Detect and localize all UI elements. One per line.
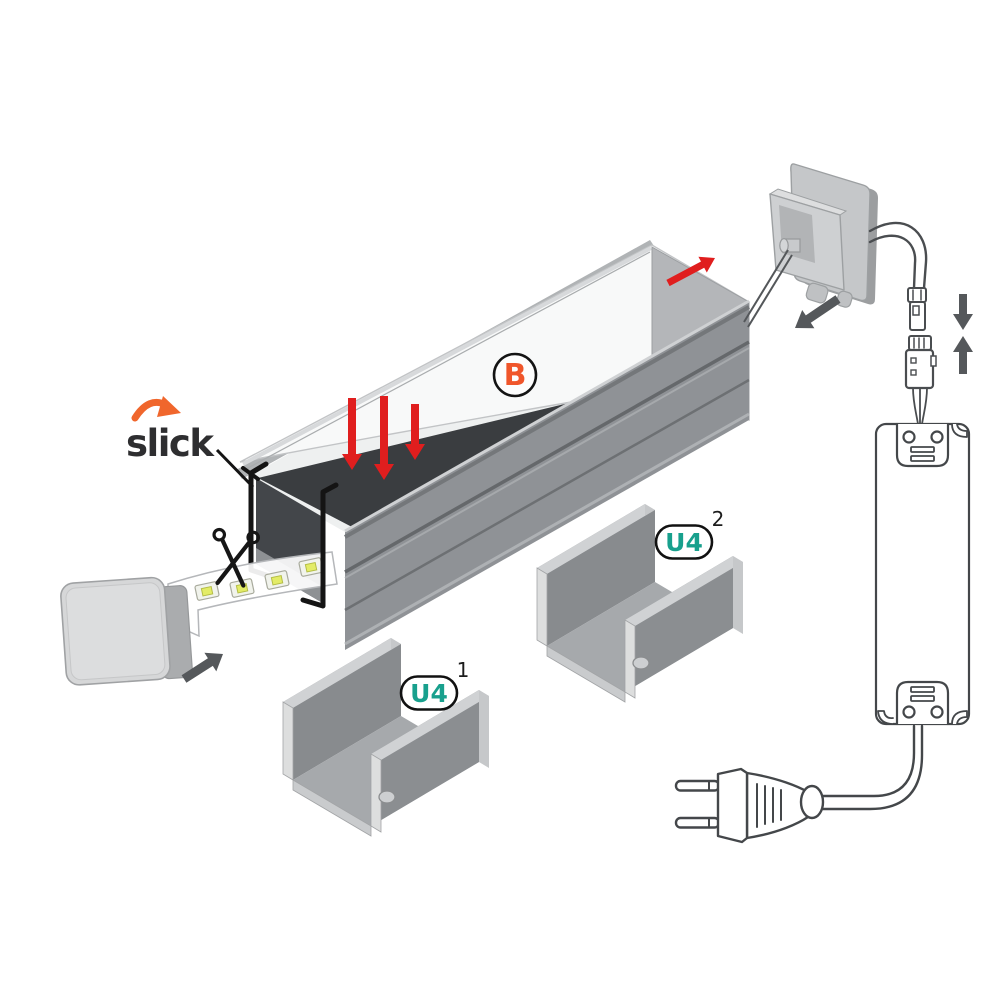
feed-wire [743,249,789,323]
eu-plug [674,767,825,844]
badge-pill [654,524,714,560]
slide-cover-arrow [666,256,715,287]
press-down-arrow [342,398,362,470]
brand-logo-text: slick [126,422,215,465]
connector-cable [868,221,928,290]
psu-vent-slot [910,446,935,453]
cap-boss-end [779,238,789,253]
end-cap-cable [743,163,878,329]
end-cap-blank [60,576,223,686]
psu-mount-hook [951,423,968,438]
psu-mount-hook [951,710,968,725]
power-cord [820,724,924,811]
power-supply [874,422,971,726]
led-chip [298,557,324,577]
badge-circle [492,352,538,398]
psu-terminal-top [895,422,950,468]
u4-label-text: U4 [410,679,448,708]
plug-pin [674,779,721,792]
scissors-icon [212,527,260,588]
press-down-arrow [405,404,425,460]
cover-far-edge-line [245,251,651,470]
profile-groove-light [344,347,750,579]
psu-vent-slot [910,695,935,702]
u4-superscript: 1 [457,658,470,682]
mating-arrow-up [953,336,973,374]
brand-logo: slick [126,396,260,489]
cover-tip-mark [241,466,260,481]
u4-superscript: 2 [712,507,725,531]
cord-line [820,724,924,811]
cap-fit-arrow [795,295,841,329]
u4-channel-2 [536,503,744,703]
cross-section-outline-right [300,482,339,609]
psu-screw-hole [930,430,944,444]
end-cap-fit-arrow [181,652,223,683]
u4-label-text: U4 [665,528,703,557]
psu-vent-slot [910,686,935,693]
profile-groove-dark [344,340,750,574]
cover-far-edge-highlight [242,246,652,466]
psu-screw-hole [902,430,916,444]
plug-pin [674,816,721,829]
psu-terminal-bottom [895,680,950,726]
brand-arrow-head [157,396,181,417]
front-top-shade [344,305,750,539]
psu-mount-hook [877,710,894,725]
connector-assembly [868,221,973,425]
connector-female [904,335,937,390]
profile-front-face [345,302,749,650]
connector-male [907,287,927,331]
connector-wires [912,387,928,425]
u4-badge-1: U4 1 [399,658,470,711]
psu-body [874,422,971,726]
led-chip [264,570,290,590]
led-chip [194,581,220,601]
cap-plate-foot [836,290,853,308]
psu-screw-hole [930,705,944,719]
u4-badge-2: U4 2 [654,507,725,560]
feed-wire [747,254,793,328]
cover-badge: B [492,352,538,398]
profile-groove-lower [344,378,750,612]
cord-line [820,724,916,798]
plug-ribs [756,783,782,828]
plug-strain-relief [799,784,825,820]
psu-screw-hole [902,705,916,719]
cap-plate-foot [805,282,829,304]
press-down-arrow [374,396,394,480]
psu-vent-slot [910,455,935,462]
profile-bottom-highlight [344,412,750,646]
front-rim-highlight [344,299,750,533]
mating-arrow-down [953,294,973,330]
led-strip [167,482,339,638]
profile-gap-shadow [258,401,592,527]
badge-pill [399,675,459,711]
connector-cable [868,234,917,290]
brand-leader-line [215,448,255,489]
press-arrows [342,256,715,480]
plug-body [716,767,749,844]
end-cap-face-highlight [65,582,166,681]
badge-letter: B [504,358,527,393]
